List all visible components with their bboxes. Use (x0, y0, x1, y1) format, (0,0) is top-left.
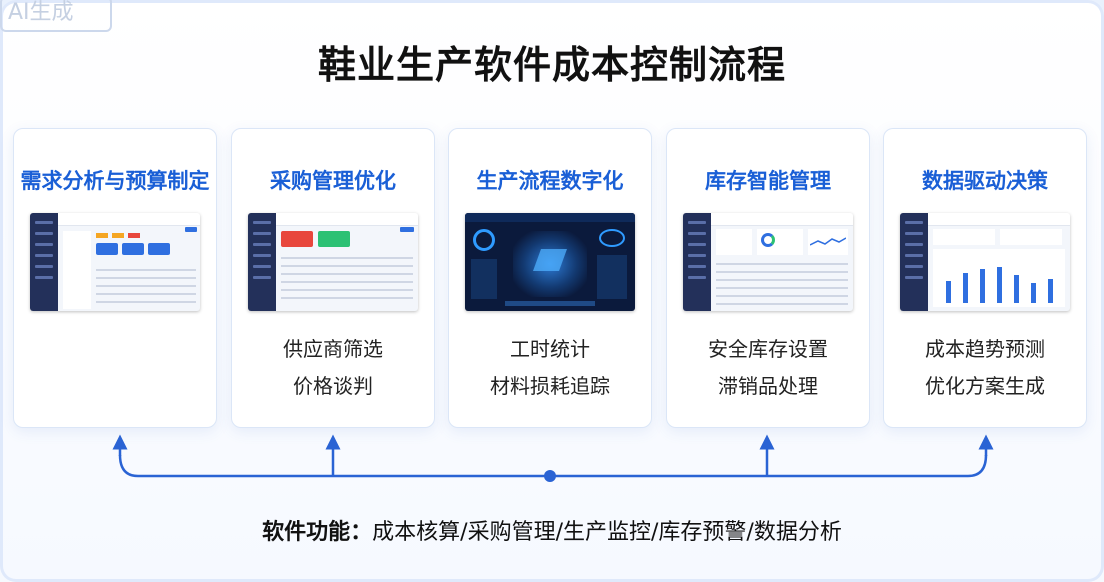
step-item: 成本趋势预测 (925, 337, 1045, 361)
step-card-budget: 需求分析与预算制定 (13, 128, 217, 428)
step-card-production: 生产流程数字化 工时统计 材料损耗追踪 (448, 128, 652, 428)
connector-dot (544, 470, 556, 482)
software-features: 软件功能：成本核算/采购管理/生产监控/库存预警/数据分析 (0, 514, 1104, 546)
features-list: 成本核算/采购管理/生产监控/库存预警/数据分析 (372, 520, 842, 545)
step-title: 数据驱动决策 (922, 169, 1048, 193)
step-title: 需求分析与预算制定 (20, 169, 210, 193)
procurement-dashboard-screenshot (248, 213, 418, 311)
step-item: 工时统计 (510, 337, 590, 361)
ai-generated-badge: AI生成 (0, 0, 112, 32)
analytics-dashboard-screenshot (900, 213, 1070, 311)
step-item: 供应商筛选 (283, 337, 383, 361)
budget-dashboard-screenshot (30, 213, 200, 311)
step-card-inventory: 库存智能管理 安全库存设置 滞销品处理 (666, 128, 870, 428)
step-item: 滞销品处理 (718, 374, 818, 398)
step-card-decision: 数据驱动决策 成本趋势预测 优化方案生成 (883, 128, 1087, 428)
step-title: 采购管理优化 (270, 169, 396, 193)
step-item: 安全库存设置 (708, 337, 828, 361)
step-title: 生产流程数字化 (476, 169, 624, 193)
step-item: 价格谈判 (293, 374, 373, 398)
features-label: 软件功能： (262, 520, 373, 545)
step-item: 优化方案生成 (925, 374, 1045, 398)
inventory-dashboard-screenshot (683, 213, 853, 311)
step-item: 材料损耗追踪 (490, 374, 610, 398)
step-card-procurement: 采购管理优化 供应商筛选 价格谈判 (231, 128, 435, 428)
page-title: 鞋业生产软件成本控制流程 (317, 43, 786, 87)
step-title: 库存智能管理 (705, 169, 831, 193)
production-3d-dashboard-screenshot (465, 213, 635, 311)
